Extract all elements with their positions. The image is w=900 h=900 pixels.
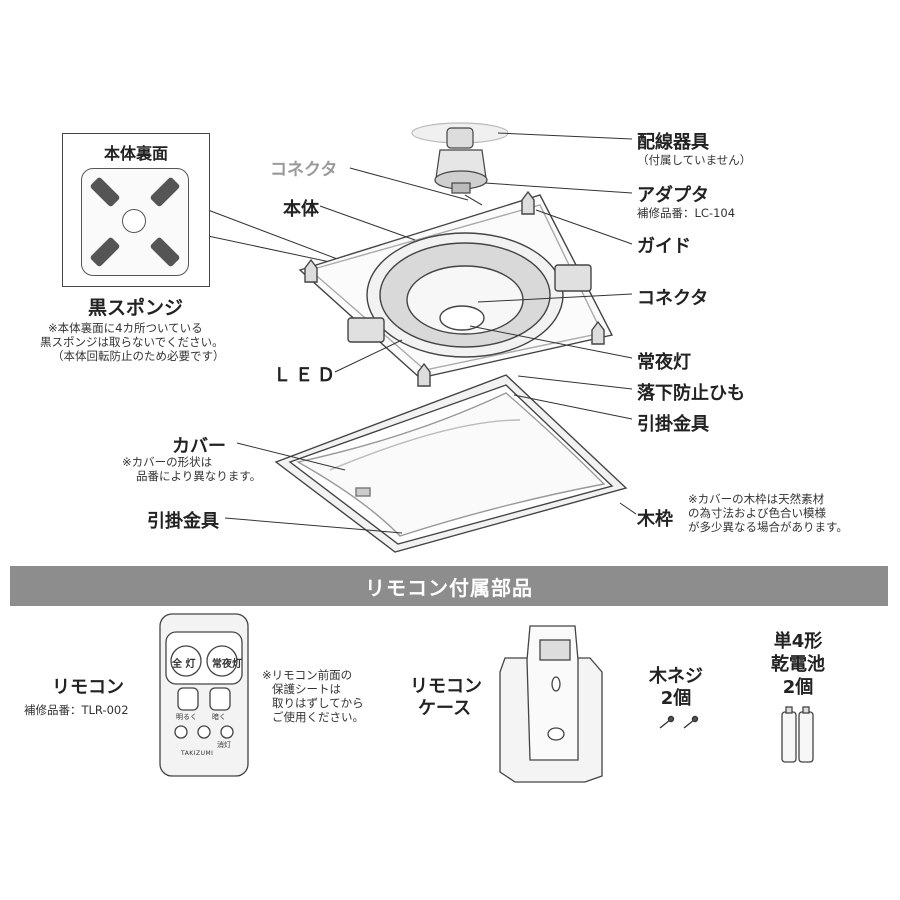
back-view-plate <box>81 168 189 276</box>
label-hook-left: 引掛金具 <box>147 511 219 532</box>
wood-note-1: ※カバーの木枠は天然素材 <box>688 492 825 506</box>
label-batteries-2: 乾電池 <box>771 654 825 675</box>
label-body: 本体 <box>283 199 319 220</box>
remote-control <box>159 613 249 777</box>
label-case-1: リモコン <box>410 676 482 697</box>
remote-down-text: 暗く <box>212 713 226 721</box>
back-view-title: 本体裏面 <box>103 144 168 163</box>
black-sponge <box>89 236 121 268</box>
sponge-note-1: ※本体裏面に4カ所ついている <box>48 321 203 335</box>
label-wood-frame: 木枠 <box>637 509 673 530</box>
remote-up-text: 明るく <box>176 713 197 721</box>
label-remote-part: 補修品番：TLR-002 <box>24 703 129 717</box>
label-night-light: 常夜灯 <box>637 352 691 373</box>
label-fall-cord: 落下防止ひも <box>637 383 745 404</box>
black-sponge <box>149 176 181 208</box>
black-sponge <box>89 176 121 208</box>
label-remote: リモコン <box>52 677 124 698</box>
label-batteries-1: 単4形 <box>773 631 823 652</box>
sponge-note-3: （本体回転防止のため必要です） <box>52 349 225 363</box>
label-screws-2: 2個 <box>660 688 692 709</box>
label-hook-right: 引掛金具 <box>637 414 709 435</box>
label-connector-top: コネクタ <box>270 160 338 180</box>
remote-note-1: ※リモコン前面の <box>262 668 353 682</box>
label-wiring: 配線器具 <box>637 132 709 153</box>
main-body <box>298 190 614 387</box>
label-connector: コネクタ <box>637 288 709 309</box>
wiring-device <box>411 122 509 206</box>
label-case-2: ケース <box>418 698 472 719</box>
label-adapter-part: 補修品番：LC-104 <box>637 206 736 220</box>
cover-note-2: 品番により異なります。 <box>136 469 262 483</box>
remote-off-text: 消灯 <box>217 741 231 749</box>
label-batteries-3: 2個 <box>782 677 814 698</box>
label-wiring-note: （付属していません） <box>637 153 752 167</box>
remote-brand-text: TAKIZUMI <box>181 750 214 757</box>
label-leaders <box>224 132 637 534</box>
remote-note-3: 取りはずしてから <box>272 696 364 710</box>
accessories-banner: リモコン付属部品 <box>10 566 888 606</box>
label-cover: カバー <box>172 436 226 457</box>
remote-all-light-text: 全 灯 <box>172 659 196 670</box>
sponge-label: 黒スポンジ <box>88 297 184 319</box>
wood-note-3: が多少異なる場合があります。 <box>688 520 848 534</box>
black-sponge <box>149 236 181 268</box>
sponge-note-2: 黒スポンジは取らないでください。 <box>40 335 224 349</box>
label-led: ＬＥＤ <box>273 365 339 386</box>
label-screws-1: 木ネジ <box>649 666 703 687</box>
back-view-leaders <box>207 209 341 263</box>
center-ring <box>122 209 146 233</box>
back-view-panel: 本体裏面 <box>62 133 210 287</box>
remote-note-2: 保護シートは <box>272 682 341 696</box>
cover-note-1: ※カバーの形状は <box>122 455 213 469</box>
remote-note-4: ご使用ください。 <box>272 710 364 724</box>
cover <box>274 374 628 553</box>
remote-case <box>499 625 603 783</box>
label-guide: ガイド <box>637 236 691 257</box>
label-adapter: アダプタ <box>637 185 709 206</box>
wood-note-2: の為寸法および色合い模様 <box>688 506 826 520</box>
remote-night-text: 常夜灯 <box>212 659 242 670</box>
batteries <box>781 706 814 763</box>
wood-screws <box>659 715 699 729</box>
